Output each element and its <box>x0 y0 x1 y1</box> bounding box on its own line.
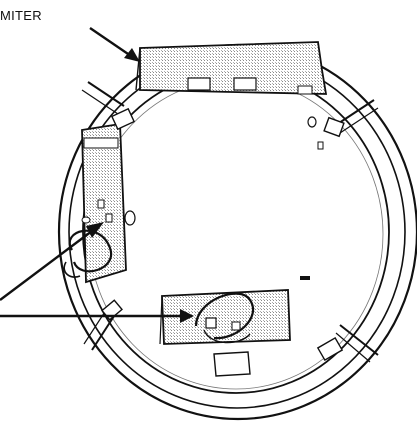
emitter-module <box>135 41 328 95</box>
emitter-callout-label: MITER <box>0 8 42 23</box>
mounting-tab-right-bottom <box>335 324 379 363</box>
bottom-module-arrow <box>0 309 194 323</box>
center-contact-pad <box>300 276 310 280</box>
emitter-arrow <box>89 27 140 62</box>
left-module-arrow <box>0 222 104 301</box>
mounting-tab-left-top <box>81 81 125 115</box>
clip-right-lower <box>316 336 344 362</box>
left-component-module <box>63 122 136 284</box>
clip-left-upper <box>110 107 136 131</box>
clip-right-upper <box>307 116 345 150</box>
bottom-component-module <box>159 289 291 377</box>
mounting-tab-right-top <box>335 99 379 134</box>
